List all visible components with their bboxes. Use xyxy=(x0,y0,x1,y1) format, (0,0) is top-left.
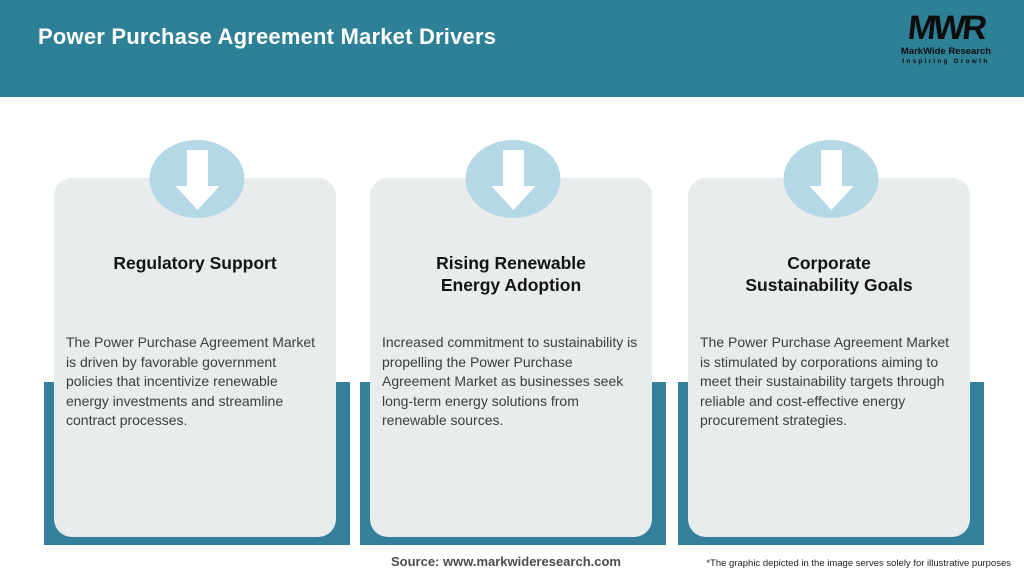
arrow-down-icon xyxy=(465,140,561,218)
driver-column: Regulatory Support The Power Purchase Ag… xyxy=(44,97,350,557)
markwide-research-logo: MWR MarkWide Research Inspiring Growth xyxy=(886,9,1006,65)
disclaimer-text: *The graphic depicted in the image serve… xyxy=(706,558,1011,569)
header-banner: Power Purchase Agreement Market Drivers … xyxy=(0,0,1024,97)
card-description: The Power Purchase Agreement Market is d… xyxy=(66,334,316,428)
logo-tagline: Inspiring Growth xyxy=(902,57,990,65)
driver-card: Corporate Sustainability Goals The Power… xyxy=(688,178,970,537)
driver-card: Rising Renewable Energy Adoption Increas… xyxy=(370,178,652,537)
card-title: Rising Renewable Energy Adoption xyxy=(436,253,586,295)
logo-company-name: MarkWide Research xyxy=(900,46,992,57)
driver-column: Rising Renewable Energy Adoption Increas… xyxy=(360,97,666,557)
driver-card: Regulatory Support The Power Purchase Ag… xyxy=(54,178,336,537)
source-text: Source: www.markwideresearch.com xyxy=(390,554,621,569)
card-title: Corporate Sustainability Goals xyxy=(745,253,913,295)
page-title: Power Purchase Agreement Market Drivers xyxy=(38,24,497,49)
card-description: The Power Purchase Agreement Market is s… xyxy=(700,334,950,428)
arrow-down-icon xyxy=(149,140,245,218)
driver-column: Corporate Sustainability Goals The Power… xyxy=(678,97,984,557)
card-title: Regulatory Support xyxy=(113,253,277,273)
logo-monogram: MWR xyxy=(906,9,986,47)
arrow-down-icon xyxy=(783,140,879,218)
card-description: Increased commitment to sustainability i… xyxy=(382,334,638,428)
